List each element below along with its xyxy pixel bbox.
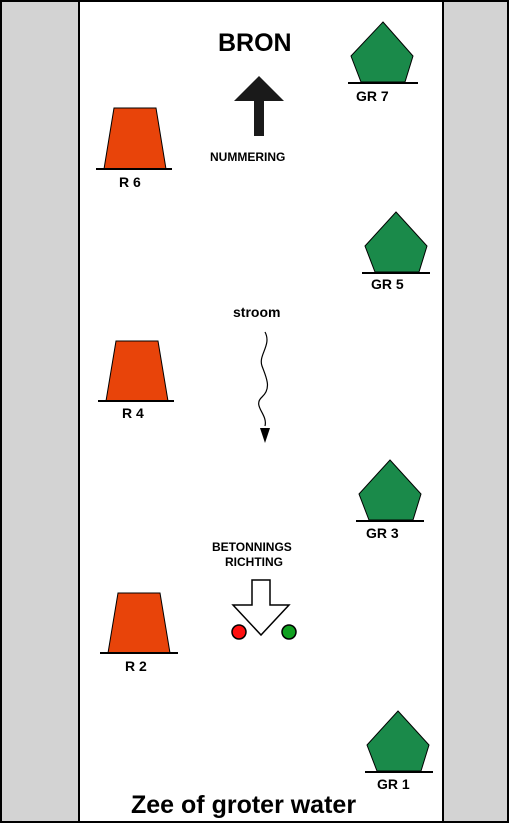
numbering-arrow-icon <box>234 76 284 136</box>
current-wave-icon <box>258 331 269 427</box>
buoy-label-gr1: GR 1 <box>377 776 410 792</box>
buoy-label-r4: R 4 <box>122 405 144 421</box>
numbering-label: NUMMERING <box>210 150 286 164</box>
buoyage-direction-arrow-icon <box>231 579 291 637</box>
sea-label: Zee of groter water <box>131 791 357 819</box>
red-light-icon <box>231 624 247 640</box>
red-buoy-icon <box>105 340 169 402</box>
red-buoy-r4 <box>98 340 174 402</box>
buoy-label-gr3: GR 3 <box>366 525 399 541</box>
buoyage-direction-label-line1: BETONNINGS <box>212 540 292 554</box>
red-buoy-r6 <box>96 107 172 170</box>
buoy-label-r6: R 6 <box>119 174 141 190</box>
red-buoy-icon <box>103 107 167 170</box>
green-buoy-gr5 <box>362 211 430 274</box>
source-title: BRON <box>218 29 292 57</box>
buoyage-direction-label-line2: RICHTING <box>225 555 283 569</box>
left-bank <box>0 0 80 823</box>
buoy-label-gr7: GR 7 <box>356 88 389 104</box>
green-buoy-gr7 <box>348 21 418 84</box>
red-buoy-r2 <box>100 592 178 654</box>
buoy-label-gr5: GR 5 <box>371 276 404 292</box>
current-label: stroom <box>233 304 281 320</box>
buoy-label-r2: R 2 <box>125 658 147 674</box>
current-arrowhead-icon <box>260 428 270 443</box>
red-buoy-icon <box>107 592 171 654</box>
green-buoy-gr1 <box>365 710 433 773</box>
green-buoy-gr3 <box>356 459 424 522</box>
right-bank <box>442 0 509 823</box>
green-light-icon <box>281 624 297 640</box>
